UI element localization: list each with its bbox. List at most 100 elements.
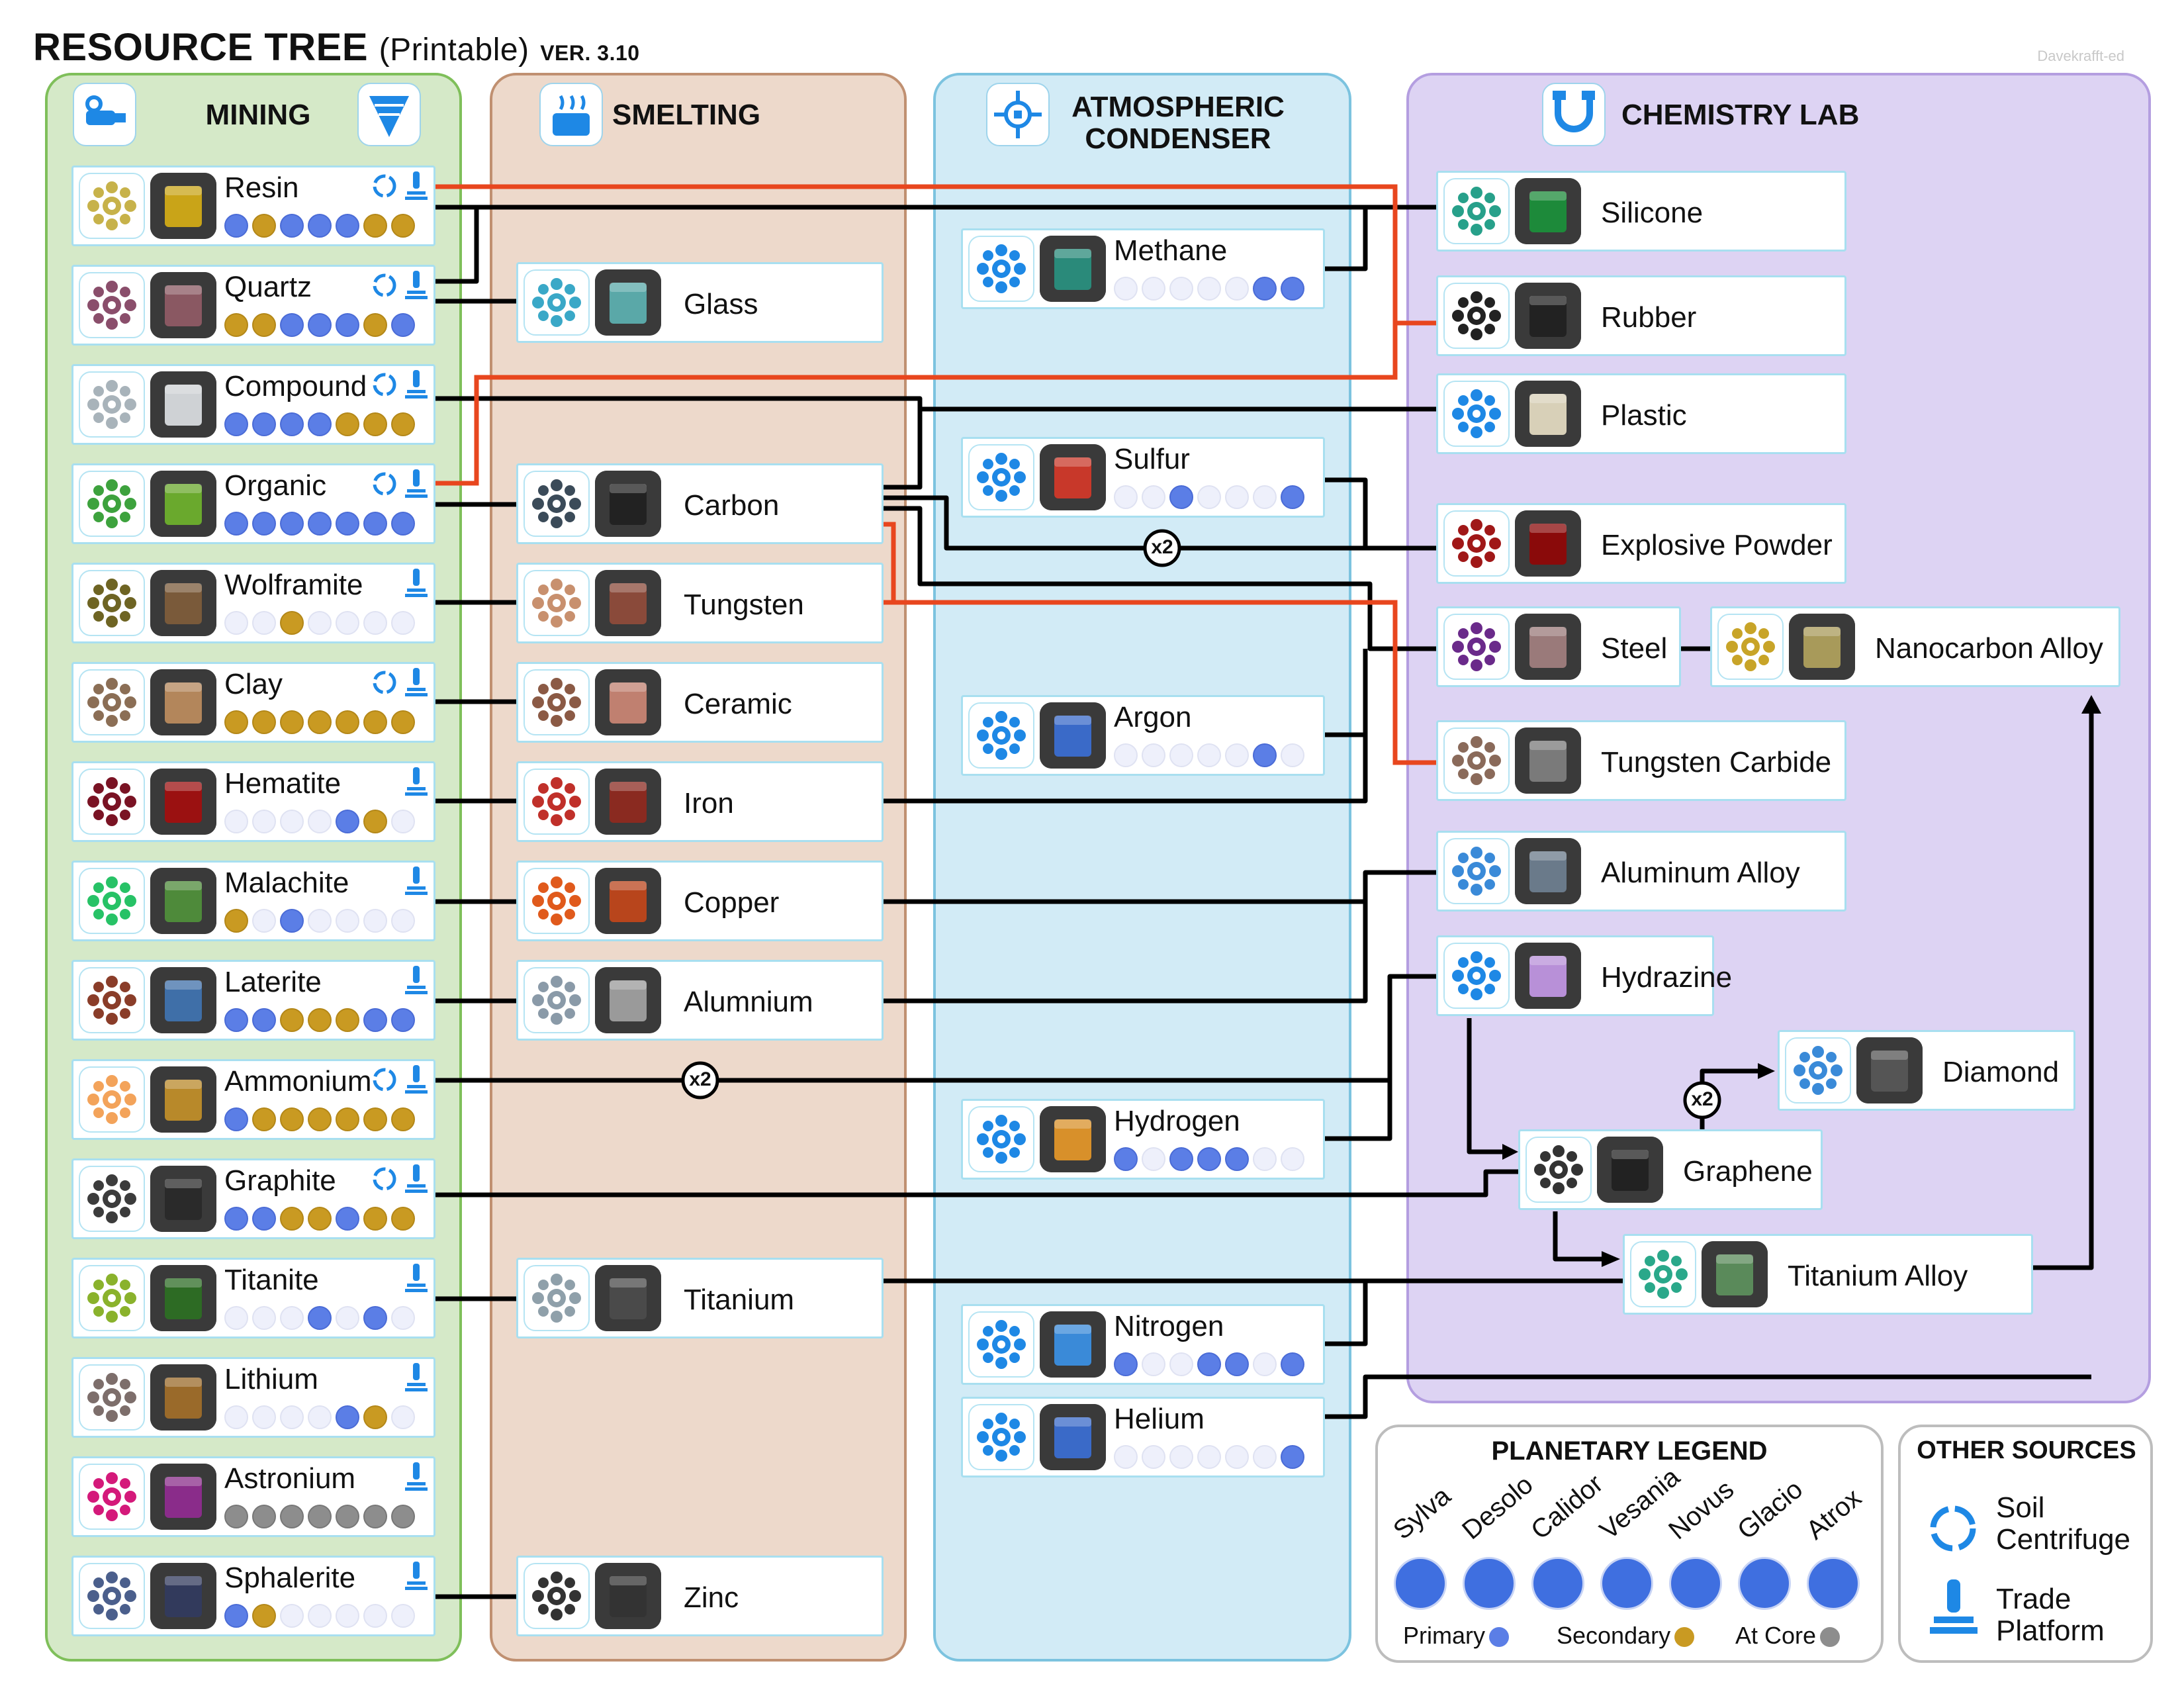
link-graphite-graphene [435,1169,1518,1197]
smelting-card-titanium: Titanium [516,1258,884,1338]
planet-dot-atrox [391,810,415,833]
link-alumnium-aluminum-alloy [884,872,1368,1004]
drill-icon [73,83,136,146]
copper-texture-icon [595,868,661,934]
planet-dot-glacio [1253,743,1277,767]
planet-dot-sylva [224,1604,248,1628]
material-name: Carbon [684,489,780,522]
explosive-powder-texture-icon [1515,510,1581,577]
mining-card-lithium: Lithium [71,1357,435,1438]
planet-dot-vesania [308,1405,332,1429]
titanium-texture-icon [595,1265,661,1331]
planet-dot-vesania [308,412,332,436]
resource-name: Organic [224,469,327,502]
planet-dot-glacio [363,1107,387,1131]
hematite-texture-icon [150,769,216,835]
organic-icon [79,471,145,537]
planet-dot-calidor [280,909,304,933]
material-name: Copper [684,886,780,919]
planet-dot-desolo [252,909,276,933]
planet-dot-desolo [252,512,276,536]
planet-dot-novus [336,1405,359,1429]
trade-platform-icon [404,964,428,1001]
planet-dot-novus [1225,743,1249,767]
planet-dot-sylva [224,710,248,734]
planet-dots [1114,1445,1304,1469]
material-name: Alumnium [684,986,813,1018]
planet-dot-calidor [1169,1147,1193,1171]
planet-dot-vesania [308,1207,332,1231]
sphalerite-icon [79,1563,145,1629]
soil-centrifuge-icon [370,1065,399,1100]
planet-dot-novus [336,611,359,635]
resin-icon [79,173,145,239]
nanocarbon-alloy-icon [1717,614,1784,680]
rubber-texture-icon [1515,283,1581,349]
planet-dot-glacio [363,710,387,734]
resin-texture-icon [150,173,216,239]
chem-card-diamond: Diamond [1778,1030,2075,1111]
planet-dot-atrox [391,1405,415,1429]
chem-card-plastic: Plastic [1436,373,1846,454]
planet-dot-vesania [308,1306,332,1330]
link-organic-rubber [435,323,1398,486]
link-copper-aluminum-alloy [884,870,1436,904]
planet-dot-calidor [280,1107,304,1131]
chemistry-lab-title: CHEMISTRY LAB [1621,99,1860,131]
resource-name: Lithium [224,1363,318,1395]
soil-line1: Soil [1996,1491,2045,1524]
planet-dot-glacio [363,1604,387,1628]
planet-dot-sylva [224,1008,248,1032]
planet-dot-calidor [1169,1445,1193,1469]
planet-dot-glacio [1253,1445,1277,1469]
other-sources: OTHER SOURCES Soil Centrifuge Trade Plat… [1898,1425,2153,1663]
planet-dots [224,313,415,337]
planet-dot-vesania [1197,1445,1221,1469]
planet-dots [224,810,415,833]
planet-dot-sylva [224,1306,248,1330]
planet-dot-atrox [1281,1352,1304,1376]
compound-name: Explosive Powder [1601,529,1833,561]
trade-platform-icon [404,865,428,902]
planet-dot-atrox [1281,277,1304,301]
planet-dot-calidor [280,1405,304,1429]
page-title: RESOURCE TREE (Printable) VER. 3.10 [33,25,640,70]
planet-dot-calidor [1169,485,1193,509]
planet-novus-icon [1669,1557,1722,1610]
planet-dot-calidor [280,611,304,635]
mining-card-wolframite: Wolframite [71,563,435,643]
link-sulfur-explosive [1324,477,1368,548]
aluminium-icon [523,967,590,1033]
sphalerite-texture-icon [150,1563,216,1629]
mining-card-graphite: Graphite [71,1158,435,1239]
gas-name: Methane [1114,234,1228,267]
title-sub-text: (Printable) [379,32,529,68]
link-compound-plastic [435,396,1436,412]
soil-centrifuge-label: Soil Centrifuge [1996,1492,2130,1556]
planet-dot-glacio [363,810,387,833]
version-text: VER. 3.10 [540,41,640,65]
aluminum-alloy-icon [1443,838,1510,904]
astronium-icon [79,1464,145,1530]
smelting-title: SMELTING [612,99,761,131]
planet-dots [224,909,415,933]
other-sources-title: OTHER SOURCES [1917,1436,2136,1464]
x2-badge-ammonium [681,1061,719,1100]
planet-dot-atrox [391,214,415,238]
gas-card-hydrogen: Hydrogen [961,1099,1325,1180]
malachite-texture-icon [150,868,216,934]
soil-centrifuge-icon [370,668,399,703]
titanium-icon [523,1265,590,1331]
tungsten-carbide-texture-icon [1515,727,1581,794]
copper-icon [523,868,590,934]
hematite-icon [79,769,145,835]
link-argon-steel [1324,649,1368,737]
wolframite-texture-icon [150,570,216,636]
trade-platform-icon [404,1560,428,1597]
planet-dot-atrox [391,1008,415,1032]
steel-texture-icon [1515,614,1581,680]
planet-dot-desolo [252,412,276,436]
planet-dot-sylva [1114,1352,1138,1376]
planet-dot-vesania [308,1008,332,1032]
planet-dot-vesania [1197,485,1221,509]
